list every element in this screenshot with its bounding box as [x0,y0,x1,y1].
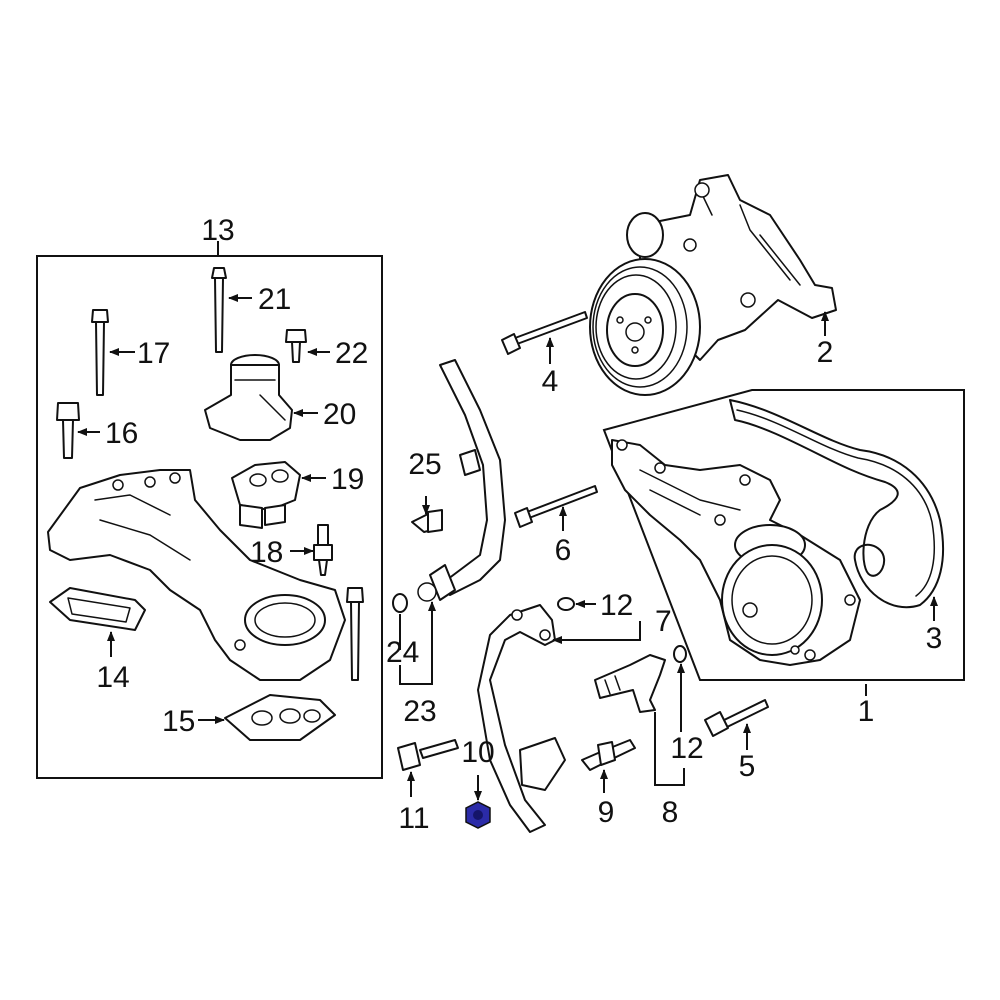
callout-17: 17 [137,337,170,370]
sensor-18 [313,524,333,576]
bolt-21 [211,267,227,353]
thermostat-19 [231,461,301,529]
gasket-15 [224,694,336,741]
bolt-manifold [346,587,364,681]
callout-11: 11 [398,802,429,835]
connector-8 [594,654,666,713]
nut-10 [465,801,491,829]
callout-4: 4 [542,365,559,398]
leader-lines [77,241,938,801]
callout-3: 3 [926,622,943,655]
fitting-9 [581,739,636,771]
callouts: 13 21 17 22 16 20 19 18 14 15 25 24 23 1… [96,214,942,835]
callout-13: 13 [201,214,234,247]
callout-9: 9 [598,796,615,829]
bolt-6 [514,485,598,528]
callout-7: 7 [655,605,672,638]
bolt-11 [397,739,459,771]
bolt-17 [91,309,109,396]
callout-18: 18 [250,536,283,569]
callout-25: 25 [408,448,441,481]
assembly-1-box [602,389,965,681]
gasket-14 [49,587,146,631]
bolt-16 [56,402,80,459]
callout-8: 8 [662,796,679,829]
callout-14: 14 [96,661,129,694]
bolt-25 [411,509,443,533]
o-ring-12-lower [673,645,687,663]
assembly-13-box [36,255,383,779]
callout-5: 5 [739,750,756,783]
bolt-5 [704,699,769,737]
callout-24: 24 [386,636,419,669]
callout-12-lower: 12 [670,732,703,765]
coolant-tube-lower [477,604,566,833]
callout-1: 1 [858,695,875,728]
callout-10: 10 [461,736,494,769]
callout-21: 21 [258,283,291,316]
callout-23: 23 [403,695,436,728]
thermostat-housing-20 [204,354,293,441]
water-pump-housing [611,439,861,666]
callout-20: 20 [323,398,356,431]
callout-22: 22 [335,337,368,370]
callout-2: 2 [817,336,834,369]
coolant-manifold [47,469,346,681]
pump-gasket [729,399,944,609]
callout-6: 6 [555,534,572,567]
callout-19: 19 [331,463,364,496]
coolant-tube-upper [417,359,506,602]
bolt-4 [501,311,588,355]
callout-12-upper: 12 [600,589,633,622]
o-ring-24 [392,593,408,613]
bolt-22 [285,329,307,363]
callout-16: 16 [105,417,138,450]
callout-15: 15 [162,705,195,738]
o-ring-12-upper [557,597,575,611]
water-pump-pulley [589,174,837,396]
